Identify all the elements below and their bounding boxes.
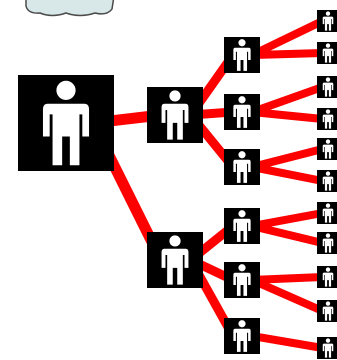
tree-node <box>224 94 260 130</box>
tree-node <box>224 262 260 298</box>
tree-node <box>317 138 337 160</box>
tree-node <box>317 266 337 288</box>
tree-node <box>224 208 260 244</box>
connector-line <box>252 53 322 55</box>
connector-line <box>252 277 322 280</box>
tree-node <box>224 37 260 73</box>
connector-line <box>252 226 322 243</box>
tree-node <box>224 318 260 354</box>
connector-line <box>252 213 322 226</box>
tree-node <box>317 170 337 192</box>
connector-line <box>252 87 322 112</box>
connector-line <box>252 149 322 167</box>
connector-lines <box>93 21 323 348</box>
tree-node <box>317 202 337 224</box>
tree-node <box>317 232 337 254</box>
tree-node <box>147 87 203 143</box>
connector-line <box>252 336 322 348</box>
tree-nodes <box>18 10 337 359</box>
connector-line <box>252 280 322 311</box>
connector-line <box>252 167 322 181</box>
tree-node <box>147 232 203 288</box>
cloud-decoration <box>26 0 114 16</box>
tree-node <box>224 149 260 185</box>
connector-line <box>252 112 322 119</box>
tree-node <box>317 42 337 64</box>
tree-node <box>317 300 337 322</box>
tree-node <box>317 76 337 98</box>
tree-node <box>18 75 114 171</box>
tree-node <box>317 108 337 130</box>
tree-node <box>317 10 337 32</box>
tree-node <box>317 337 337 359</box>
